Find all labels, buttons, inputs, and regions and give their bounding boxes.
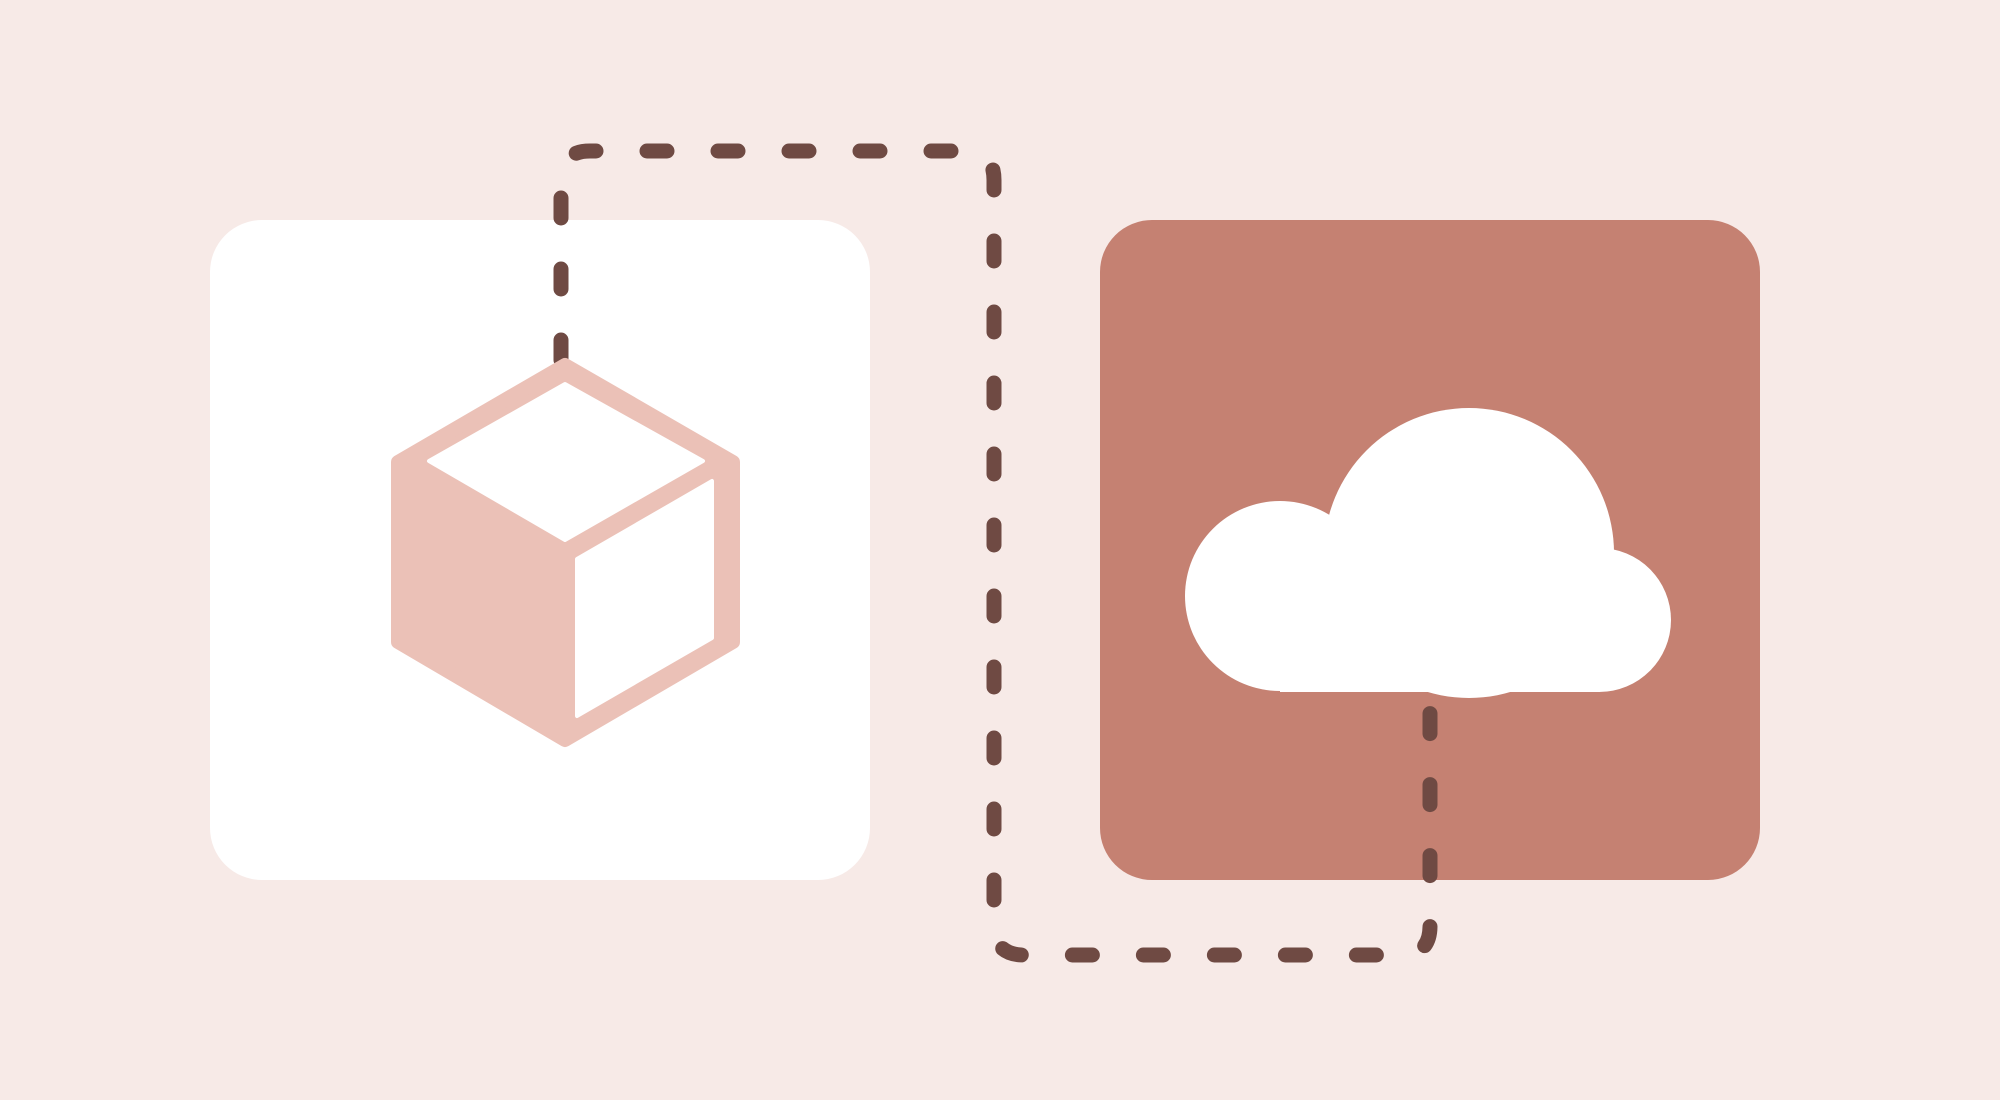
cube-icon [391, 358, 740, 747]
dashed-connector-line [553, 143, 1438, 963]
cube-right-face [575, 479, 714, 718]
cloud-icon [1185, 408, 1671, 698]
cube-top-face [427, 382, 705, 542]
